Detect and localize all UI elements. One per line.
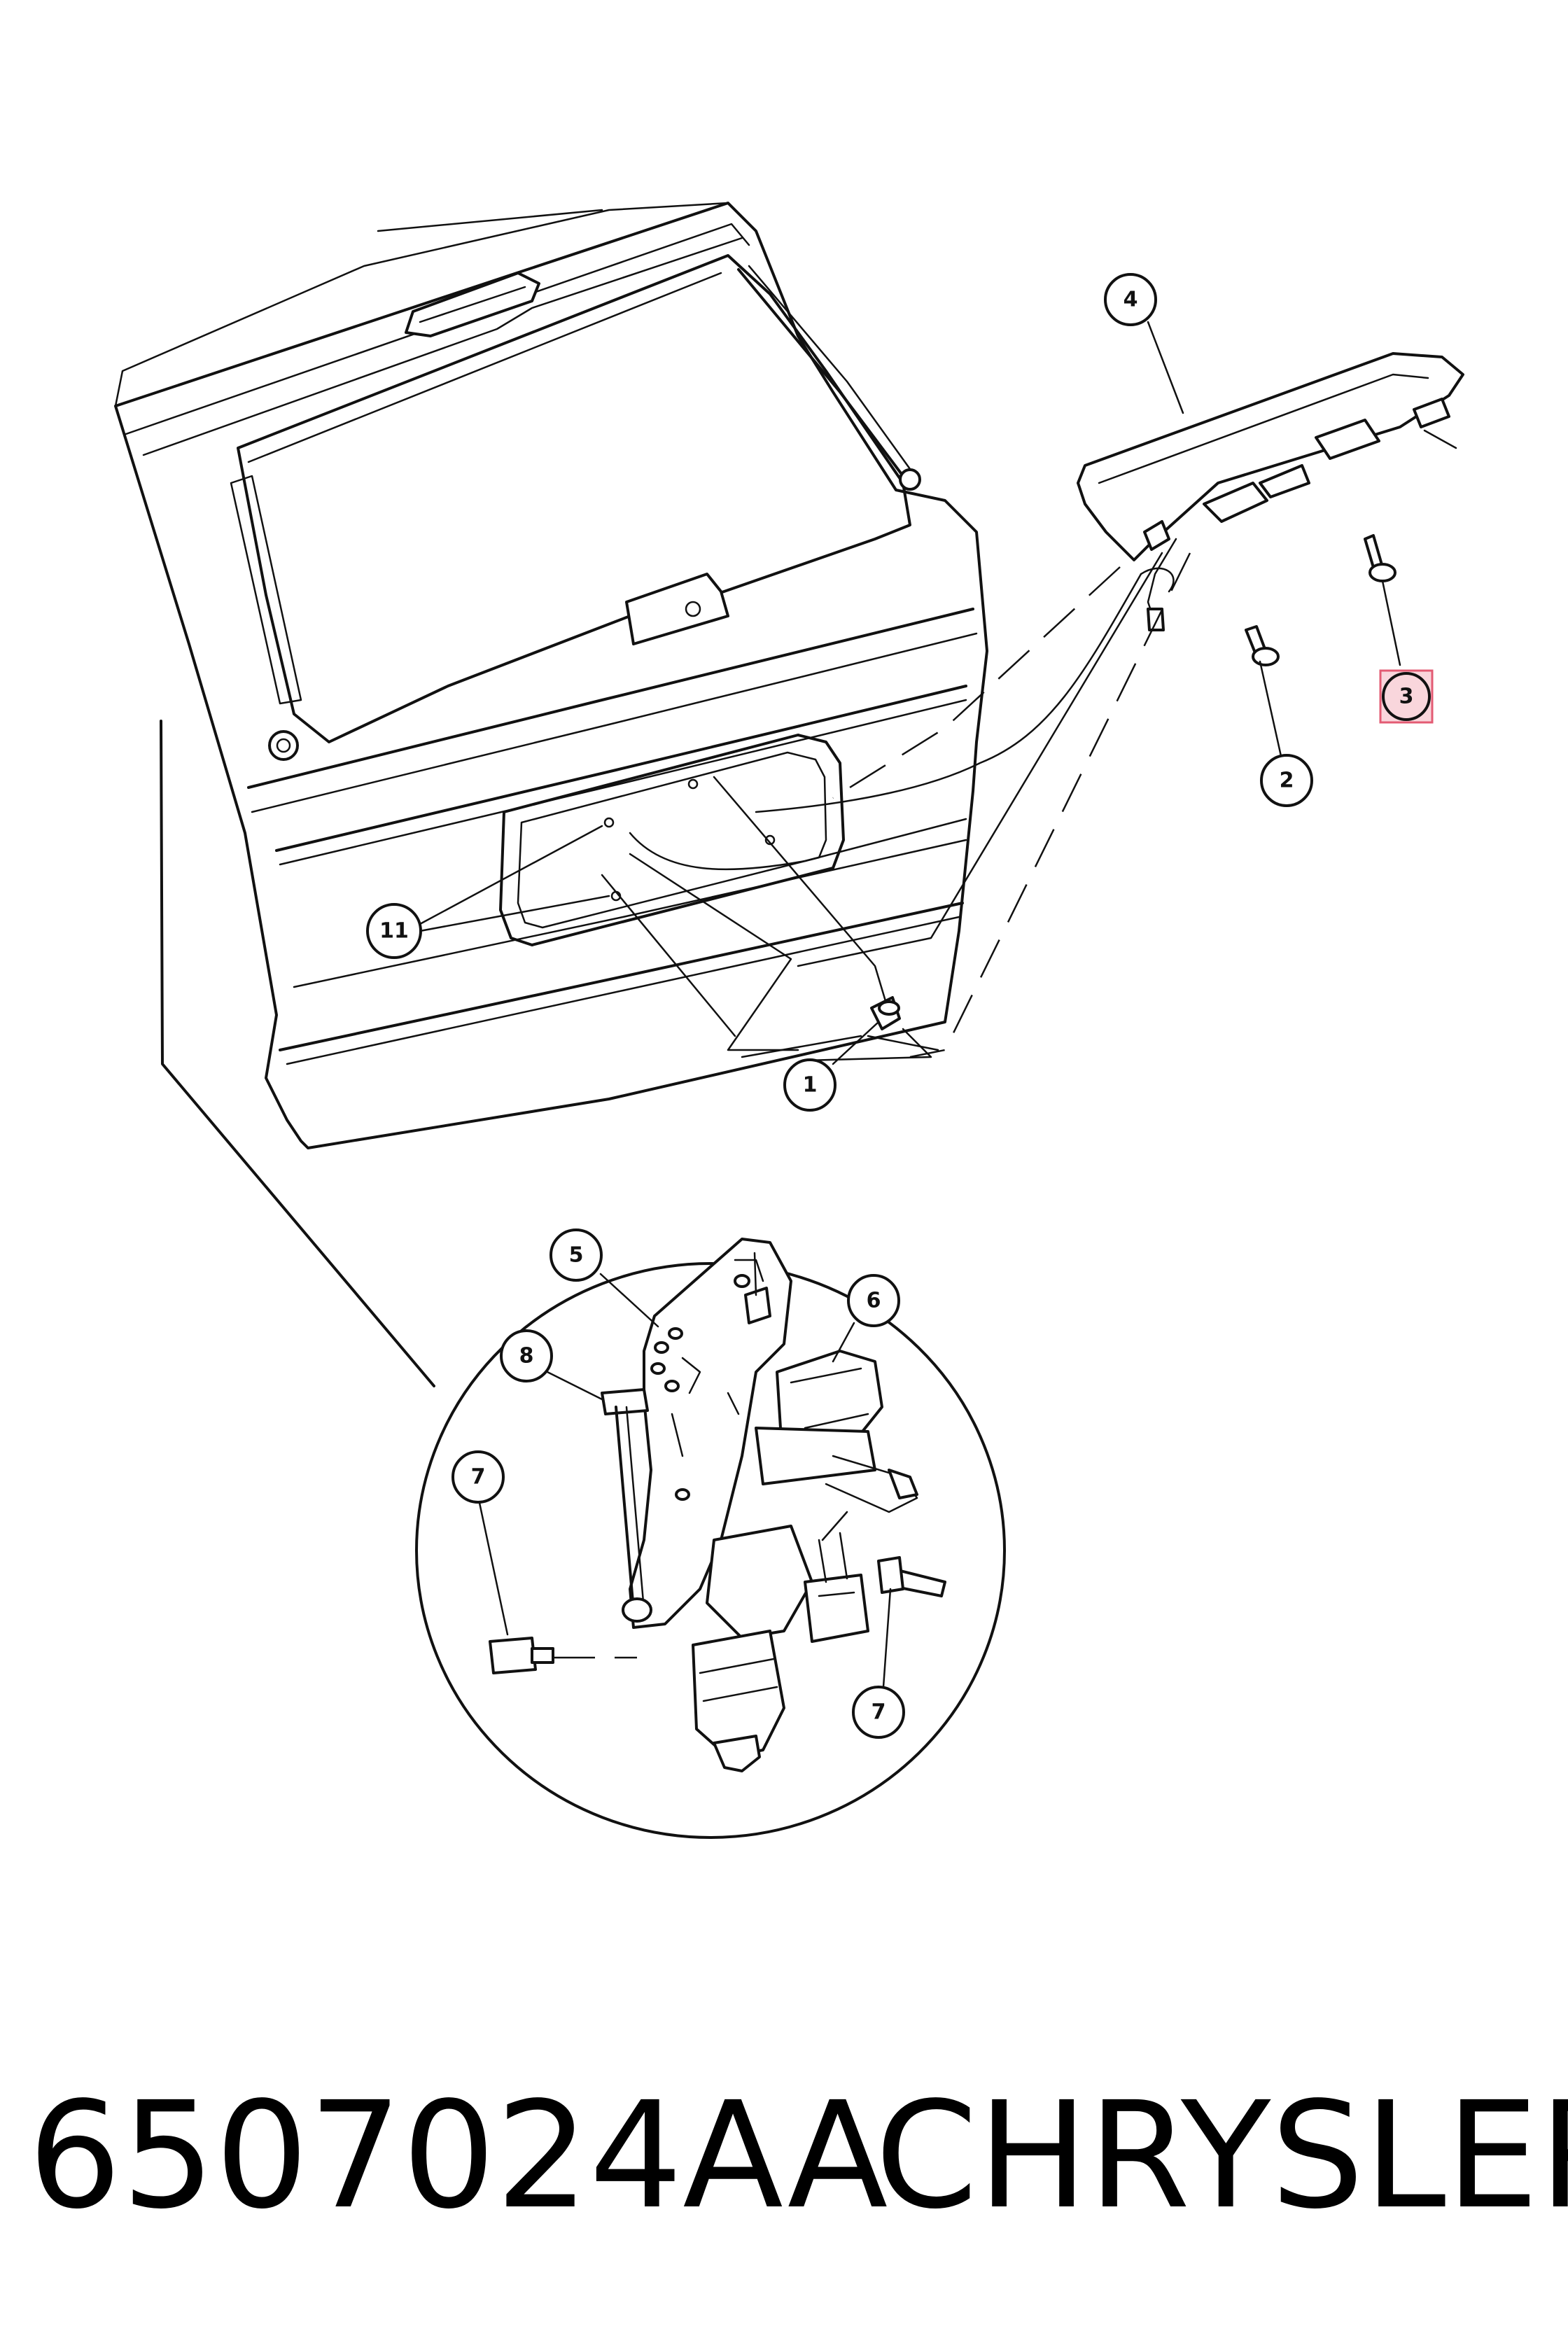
svg-text:8: 8 — [519, 1344, 534, 1368]
callout-7-right: 7 — [852, 1588, 905, 1739]
svg-text:3: 3 — [1399, 685, 1414, 709]
callout-6: 6 — [832, 1274, 900, 1363]
callout-7-left: 7 — [451, 1450, 509, 1636]
callout-2: 2 — [1259, 660, 1313, 807]
screw-2 — [1245, 625, 1280, 666]
callout-4: 4 — [1104, 273, 1184, 414]
callout-5: 5 — [550, 1228, 659, 1328]
part-number: 6507024AA — [28, 2070, 888, 2241]
detail-leader — [160, 720, 435, 1387]
manufacturer-name: CHRYSLER — [875, 2070, 1568, 2241]
svg-text:7: 7 — [872, 1700, 886, 1725]
liftgate — [114, 202, 988, 1149]
svg-text:5: 5 — [569, 1243, 584, 1268]
svg-text:2: 2 — [1280, 769, 1294, 793]
leader-lines-upper — [601, 552, 1191, 1062]
callout-3: 3 — [1379, 580, 1434, 724]
svg-text:11: 11 — [379, 919, 409, 944]
svg-text:1: 1 — [803, 1073, 818, 1098]
callout-1: 1 — [783, 1021, 880, 1112]
screw-3 — [1364, 534, 1396, 582]
svg-text:7: 7 — [471, 1465, 486, 1490]
detail-view — [415, 1238, 1006, 1839]
callout-11: 11 — [366, 825, 610, 959]
svg-text:4: 4 — [1124, 288, 1138, 312]
svg-text:6: 6 — [867, 1289, 881, 1313]
callout-8: 8 — [500, 1329, 605, 1401]
liftgate-handle — [1077, 352, 1464, 631]
